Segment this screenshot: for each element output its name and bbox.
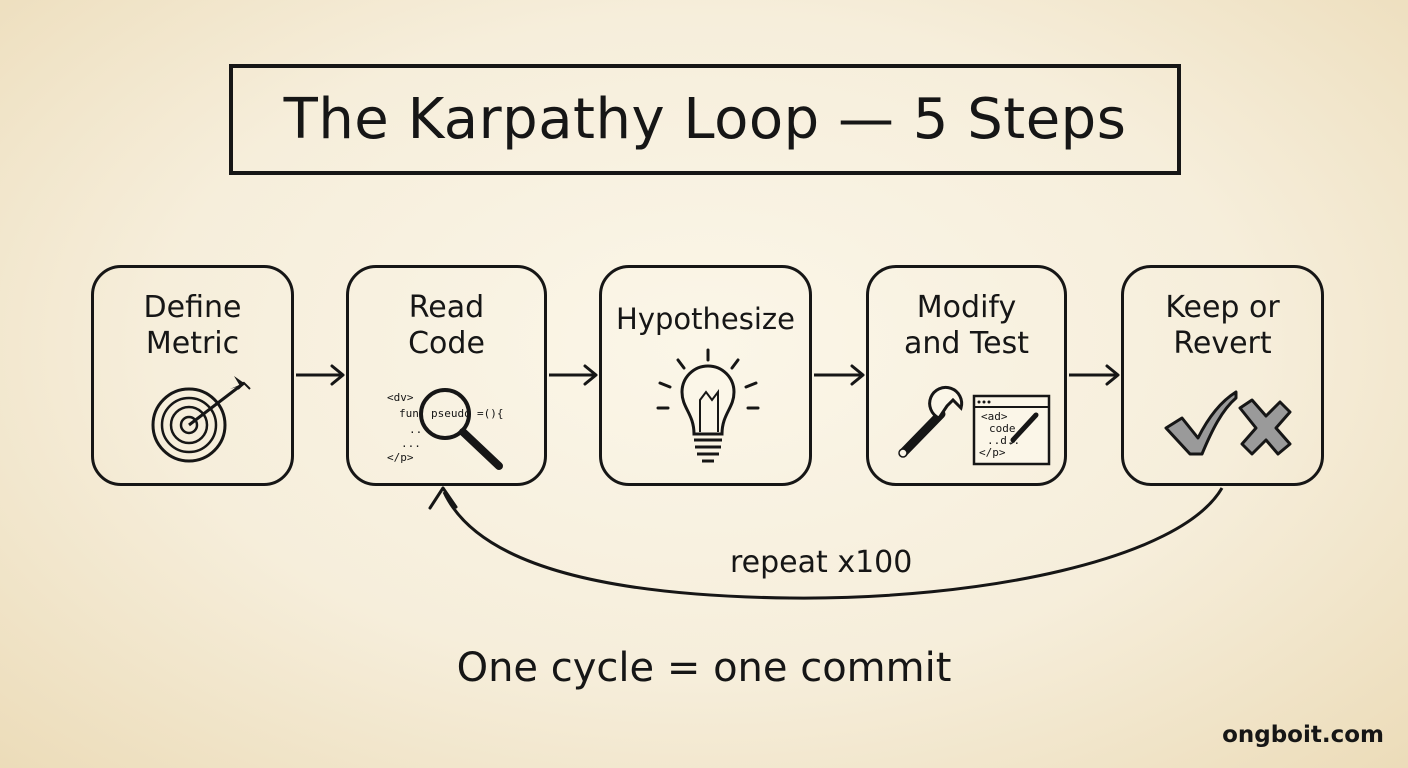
code-fragment: .. xyxy=(409,423,422,436)
title-box: The Karpathy Loop — 5 Steps xyxy=(229,64,1181,175)
magnifier-code-icon: <dv> fun pseudo =(){ .. ... </p> xyxy=(387,388,504,470)
footer-caption: One cycle = one commit xyxy=(456,645,952,691)
lightbulb-icon xyxy=(656,348,760,463)
check-cross-icon xyxy=(1164,390,1292,456)
step-label: Hypothesize xyxy=(616,302,795,336)
step-modify-and-test: Modify and Test <ad> code ..d.. </p> xyxy=(866,265,1067,486)
arrow-right xyxy=(296,364,345,386)
wrench-editor-icon: <ad> code ..d.. </p> xyxy=(898,385,1051,466)
code-fragment: <dv> xyxy=(387,391,414,404)
step-keep-or-revert: Keep or Revert xyxy=(1121,265,1324,486)
code-fragment: <ad> xyxy=(981,410,1008,423)
code-fragment: =(){ xyxy=(477,407,504,420)
code-fragment: fun xyxy=(399,407,419,420)
site-credit: ongboit.com xyxy=(1222,722,1384,748)
code-fragment: pseudo xyxy=(431,407,471,420)
code-fragment: </p> xyxy=(979,446,1006,459)
code-fragment: </p> xyxy=(387,451,414,464)
code-fragment: code xyxy=(989,422,1016,435)
step-label: Modify and Test xyxy=(903,290,1030,361)
step-hypothesize: Hypothesize xyxy=(599,265,812,486)
code-fragment: ... xyxy=(401,437,421,450)
step-label: Keep or Revert xyxy=(1165,290,1280,361)
arrow-right xyxy=(814,364,865,386)
arrow-right xyxy=(549,364,598,386)
step-read-code: Read Code <dv> fun pseudo =(){ .. ... </… xyxy=(346,265,547,486)
arrow-right xyxy=(1069,364,1120,386)
step-label: Read Code xyxy=(408,290,485,361)
loop-label: repeat x100 xyxy=(730,545,913,580)
step-label: Define Metric xyxy=(143,290,242,361)
target-icon xyxy=(151,376,251,463)
diagram-title: The Karpathy Loop — 5 Steps xyxy=(283,87,1127,152)
step-define-metric: Define Metric xyxy=(91,265,294,486)
